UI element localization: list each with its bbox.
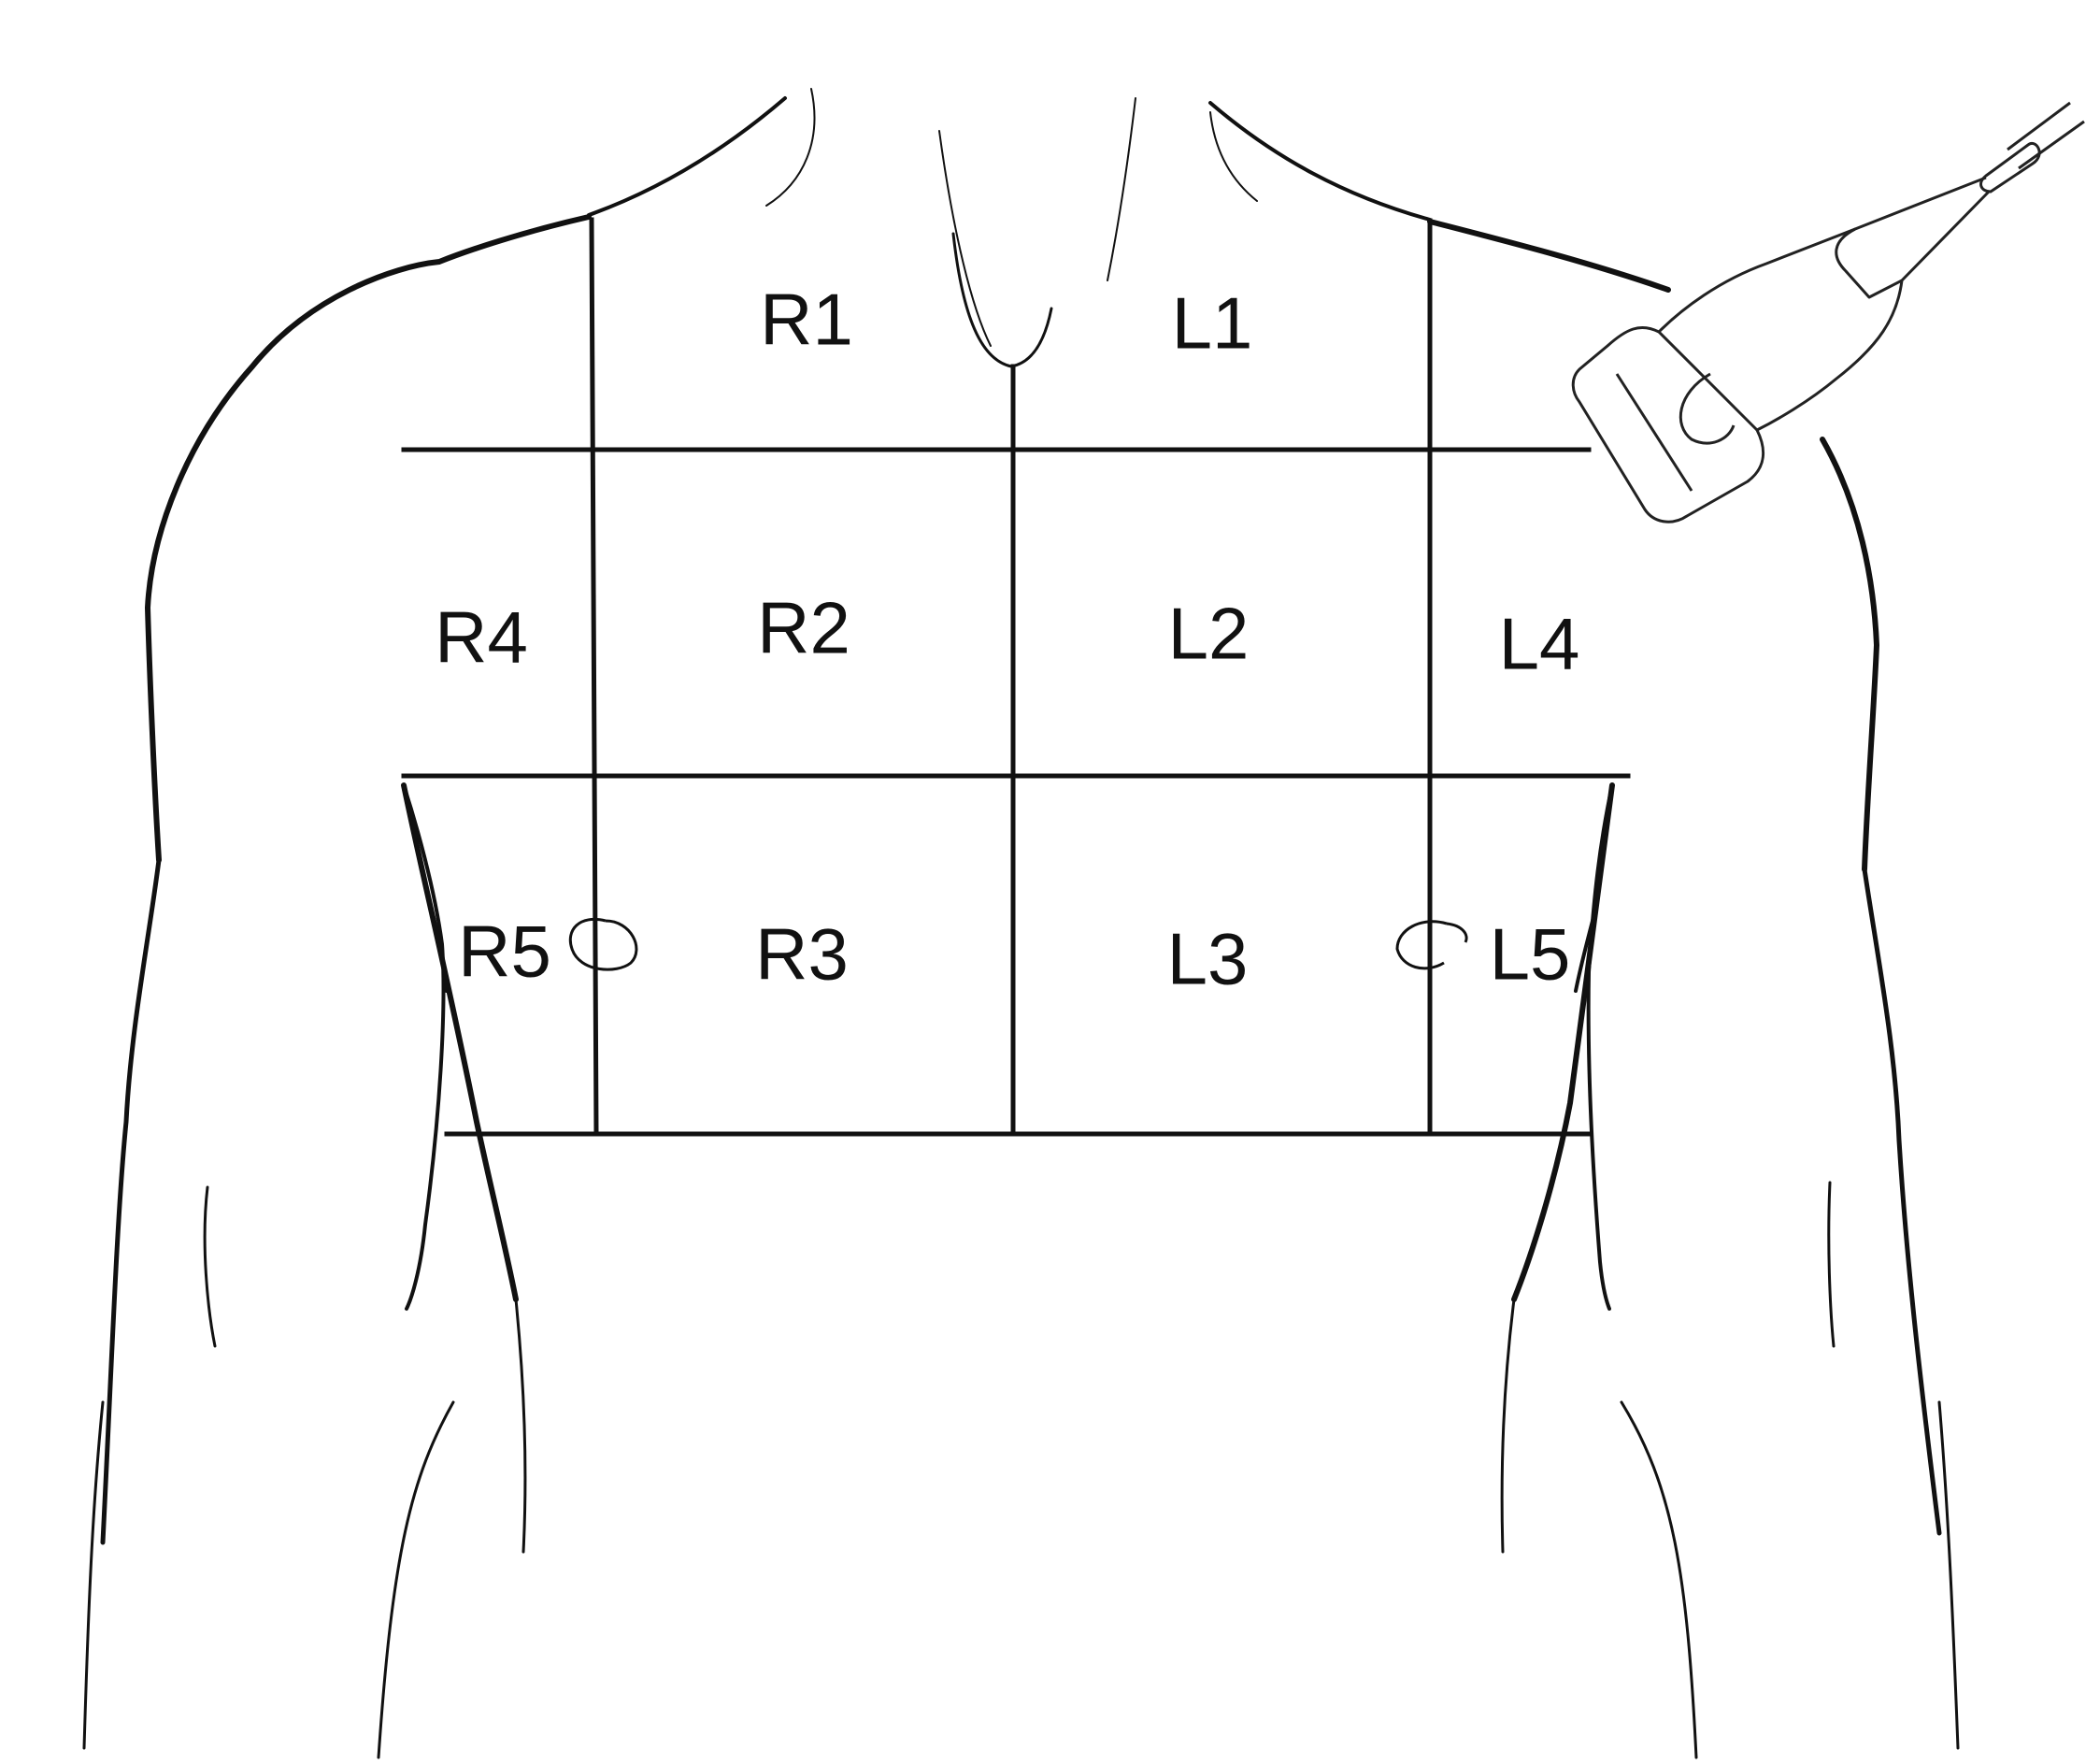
zone-label-r2: R2 [757, 587, 850, 669]
ultrasound-probe-icon [1571, 101, 2085, 523]
zone-labels: R1 L1 R4 R2 L2 L4 R5 R3 L3 L5 [435, 279, 1579, 1000]
zone-label-l5: L5 [1490, 913, 1571, 996]
zone-label-r3: R3 [755, 913, 849, 996]
zone-label-l4: L4 [1499, 603, 1580, 685]
zone-label-l2: L2 [1168, 593, 1250, 675]
zone-label-r4: R4 [435, 596, 528, 679]
torso-outline-icon [82, 88, 1960, 1759]
zone-label-r5: R5 [458, 911, 551, 993]
zone-grid [401, 217, 1631, 1137]
zone-label-l1: L1 [1172, 282, 1253, 365]
zone-label-r1: R1 [760, 279, 853, 361]
nipple-icon [568, 918, 1468, 971]
zone-label-l3: L3 [1167, 918, 1249, 1000]
